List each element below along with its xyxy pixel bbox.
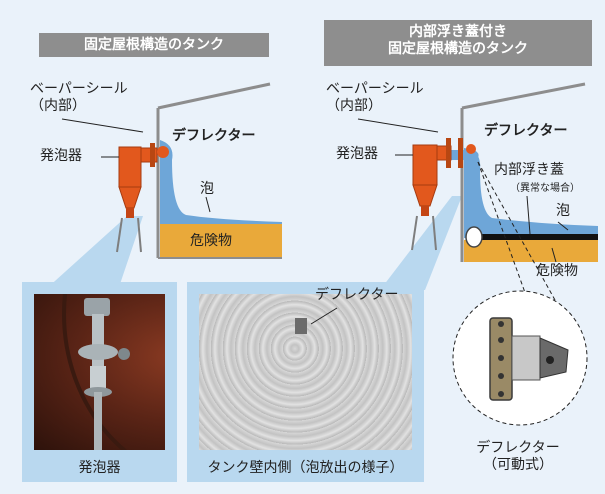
left-deflector-label: デフレクター (172, 128, 256, 144)
left-diagram-title: 固定屋根構造のタンク (39, 33, 269, 57)
right-foam-label: 泡 (556, 203, 570, 219)
left-foam-fill (160, 140, 282, 228)
foam-maker-photo-art (62, 294, 130, 450)
right-foam-maker-device (357, 118, 479, 251)
left-seal-label: ベーパーシール （内部） (30, 81, 128, 114)
left-foam-leader (205, 196, 211, 213)
right-foam-leader (557, 221, 569, 231)
right-hazmat-label: 危険物 (536, 263, 578, 279)
left-foam-maker-label: 発泡器 (40, 148, 82, 164)
right-floating-lid-label: 内部浮き蓋 (494, 162, 564, 178)
right-hazmat-leader (551, 247, 557, 263)
right-lid-leader (526, 195, 531, 235)
right-diagram-title: 内部浮き蓋付き 固定屋根構造のタンク (324, 20, 592, 66)
left-foam-maker-device (61, 118, 169, 253)
tank-inside-photo-panel: デフレクター タンク壁内側（泡放出の様子） (187, 282, 424, 482)
left-tank (156, 82, 282, 259)
connector-left (45, 216, 143, 290)
movable-deflector-graphic (489, 317, 569, 401)
left-foam-label: 泡 (200, 181, 214, 197)
left-hazmat-label: 危険物 (190, 233, 232, 249)
connector-middle (380, 196, 462, 290)
right-hazmat-fill (464, 240, 598, 262)
tank-inside-photo (199, 294, 412, 450)
right-seal-label: ベーパーシール （内部） (326, 81, 424, 114)
right-floating-lid (472, 234, 598, 240)
tank-inside-photo-art (199, 294, 412, 450)
movable-deflector-caption: デフレクター （可動式） (476, 440, 560, 473)
left-hazmat-fill (160, 224, 282, 258)
foam-maker-photo-panel: 発泡器 (22, 282, 177, 482)
right-deflector-label: デフレクター (484, 123, 568, 139)
foam-maker-caption: 発泡器 (78, 460, 121, 476)
tank-inside-deflector-label: デフレクター (315, 287, 399, 303)
right-foam-maker-label: 発泡器 (336, 146, 378, 162)
right-tank-roof (461, 82, 586, 110)
foam-maker-photo (34, 294, 165, 450)
tank-inside-caption: タンク壁内側（泡放出の様子） (207, 460, 404, 476)
left-tank-roof (157, 82, 271, 110)
right-floating-lid-note: （異常な場合） (510, 183, 580, 194)
